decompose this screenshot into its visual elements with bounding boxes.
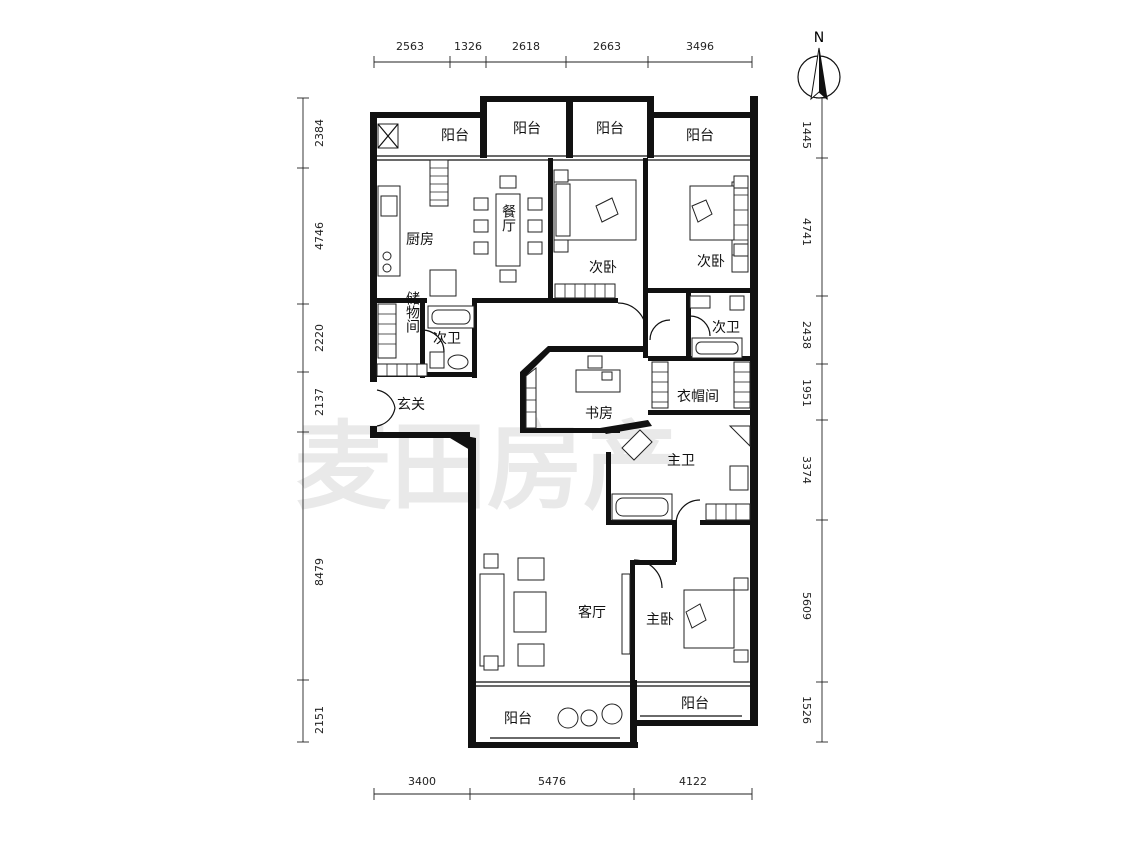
room-bedroom-2b: 次卧	[697, 254, 725, 270]
balcony-rails	[377, 155, 752, 739]
dim-right-2: 4741	[800, 218, 813, 246]
room-balcony-5: 阳台	[504, 711, 532, 727]
room-master-bath: 主卫	[667, 453, 695, 469]
north-compass-icon	[797, 47, 841, 101]
dim-bottom-1: 3400	[408, 775, 436, 788]
room-kitchen: 厨房	[406, 232, 434, 248]
dim-left-5: 8479	[313, 558, 326, 586]
dim-top-3: 2618	[512, 40, 540, 53]
dim-right-7: 1526	[800, 696, 813, 724]
dim-left-4: 2137	[313, 388, 326, 416]
room-balcony-1: 阳台	[441, 128, 469, 144]
dim-left-1: 2384	[313, 119, 326, 147]
dim-right-1: 1445	[800, 121, 813, 149]
room-entry: 玄关	[397, 396, 425, 413]
dim-bottom-2: 5476	[538, 775, 566, 788]
living-sofa-set	[479, 553, 631, 671]
room-master-bedroom: 主卧	[646, 612, 674, 628]
door-swings	[376, 302, 711, 589]
room-balcony-4: 阳台	[686, 128, 714, 144]
room-closet: 衣帽间	[677, 389, 719, 405]
compass-label: N	[814, 30, 824, 46]
dim-left-3: 2220	[313, 324, 326, 352]
dimension-lines	[297, 56, 828, 800]
dim-bottom-3: 4122	[679, 775, 707, 788]
dim-left-2: 4746	[313, 222, 326, 250]
bath-fixtures	[427, 295, 751, 521]
dim-right-3: 2438	[800, 321, 813, 349]
bed-2b	[689, 175, 749, 257]
room-bath-2b: 次卫	[712, 320, 740, 336]
bed-2a	[553, 169, 637, 253]
room-storage: 储物间	[404, 291, 420, 334]
room-balcony-3: 阳台	[596, 121, 624, 137]
room-dining: 餐厅	[500, 204, 516, 232]
dim-left-6: 2151	[313, 706, 326, 734]
study-desk	[575, 355, 621, 393]
kitchen-counter	[377, 123, 457, 297]
balcony-chairs	[557, 703, 623, 729]
exterior-walls	[370, 96, 758, 748]
dim-top-4: 2663	[593, 40, 621, 53]
room-study: 书房	[585, 406, 613, 422]
dim-right-6: 5609	[800, 592, 813, 620]
bed-master	[683, 577, 749, 663]
room-balcony-2: 阳台	[513, 121, 541, 137]
dim-top-5: 3496	[686, 40, 714, 53]
dim-top-2: 1326	[454, 40, 482, 53]
dim-right-5: 3374	[800, 456, 813, 484]
room-bath-2a: 次卫	[433, 331, 461, 347]
dining-table	[473, 175, 543, 283]
dim-top-1: 2563	[396, 40, 424, 53]
room-balcony-6: 阳台	[681, 696, 709, 712]
room-living: 客厅	[578, 604, 606, 621]
room-bedroom-2a: 次卧	[589, 260, 617, 276]
dim-right-4: 1951	[800, 379, 813, 407]
